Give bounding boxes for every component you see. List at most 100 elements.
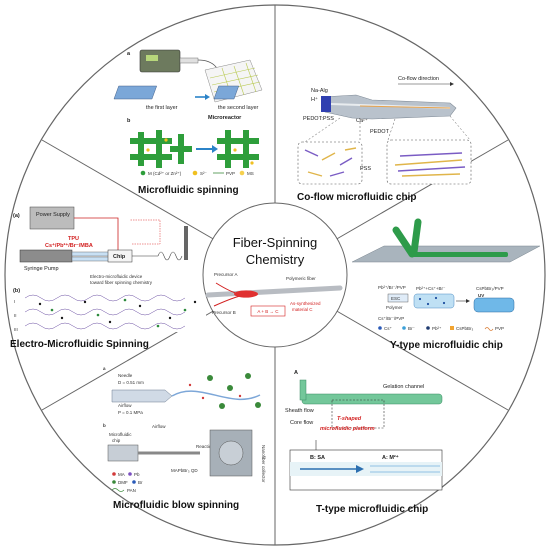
nanofibers-right xyxy=(394,152,466,177)
green-grid-right xyxy=(217,130,259,168)
platform-label-1: T-shaped xyxy=(337,416,362,422)
segment-title-co-flow-chip: Co-flow microfluidic chip xyxy=(297,192,416,203)
segment-blow-spinning: a Needle D = 0.51 mm Airflow P = 0.1 MPa… xyxy=(103,366,266,511)
legend-pvp-label: PVP xyxy=(495,326,504,331)
ions-label: Cs⁺/Pb²⁺/Br⁻/MBA xyxy=(45,242,93,249)
panel-a-label: a xyxy=(127,51,131,57)
polymer-label: Polymer xyxy=(386,305,403,310)
legend-pb-dot xyxy=(426,326,430,330)
legend-ma-label: MA xyxy=(118,472,125,477)
fiber-channel xyxy=(205,285,343,298)
cs-br-pvp-label: Cs⁺/Br⁻/PVP xyxy=(378,316,404,321)
reaction-box xyxy=(250,305,286,317)
segment-t-type-chip: A Gelation channel Sheath flow Core flow… xyxy=(285,370,443,515)
green-grid-left xyxy=(130,130,172,168)
panel-a-label: a xyxy=(103,366,106,371)
ca-label: Ca²⁺ xyxy=(356,117,368,124)
center-title-line2: Chemistry xyxy=(246,252,305,267)
legend-cs-dot xyxy=(378,326,382,330)
divider-upper-right xyxy=(327,139,509,245)
segment-title-blow-spinning: Microfluidic blow spinning xyxy=(113,500,239,511)
a-m-label: A: M²⁺ xyxy=(382,454,399,461)
esc-box xyxy=(387,293,409,303)
legend-ms-label: MS xyxy=(247,171,254,176)
product-label: CsPbBr₃/PVP xyxy=(476,286,504,291)
airflow-label-2: Airflow xyxy=(152,424,166,429)
syringe xyxy=(179,57,199,64)
precursor-b-label: Precursor B xyxy=(212,310,236,315)
pan-chains xyxy=(207,373,261,409)
needle-body xyxy=(111,389,173,403)
center-circle xyxy=(202,202,348,348)
na-alg-label: Na-Alg xyxy=(311,88,328,94)
syringe-tube-2 xyxy=(71,256,111,262)
first-layer-label: the first layer xyxy=(146,105,178,111)
legend-br-dot xyxy=(402,326,406,330)
platform-label-2: microfluidic platform xyxy=(320,426,375,432)
legend-m-dot xyxy=(140,170,146,176)
legend-cspbbr3-label: CsPbBr₃ xyxy=(456,326,474,331)
legend-s-label: S²⁻ xyxy=(200,171,208,176)
power-supply-label: Power Supply xyxy=(36,212,70,218)
segment-co-flow-chip: Na-Alg H⁺ PEDOT:PSS Ca²⁺ Co-flow directi… xyxy=(297,76,472,203)
segment-microfluidic-spinning: a the first layer the second layer b Mic… xyxy=(113,49,263,196)
legend-cs-label: Cs⁺ xyxy=(384,326,392,331)
legend-dmf-label: DMF xyxy=(118,480,128,485)
chip-label: Chip xyxy=(113,254,126,260)
syringe-pump-label: Syringe Pump xyxy=(24,266,59,272)
collector-drum xyxy=(218,440,244,466)
segment-title-microfluidic-spinning: Microfluidic spinning xyxy=(138,185,239,196)
legend-ma-dot xyxy=(112,472,116,476)
uv-label: UV xyxy=(478,293,484,298)
precursor-a-label: Precursor A xyxy=(214,272,238,277)
legend-dmf-dot xyxy=(112,480,116,484)
inlet-blue xyxy=(321,96,331,112)
legend-br-dot xyxy=(132,480,136,484)
schematic-panel xyxy=(22,290,206,332)
as-synthesized-label-1: As-synthesized xyxy=(290,301,321,306)
device-label-1: Electro-microfluidic device xyxy=(90,274,143,279)
gelation-channel xyxy=(301,393,443,405)
syringe-pump-body xyxy=(19,249,73,263)
legend-ms-dot xyxy=(239,170,245,176)
legend-pb-label: Pb xyxy=(134,472,140,477)
needle-diameter-label: D = 0.51 mm xyxy=(118,380,144,385)
legend-pan-mark xyxy=(111,488,125,492)
zoom-frame xyxy=(130,219,161,245)
channel-stream xyxy=(290,462,442,476)
panel-b-label: b xyxy=(103,423,106,428)
sheath-flow-label: Sheath flow xyxy=(285,408,314,414)
microreactor-label: Microreactor xyxy=(208,115,242,121)
ma-particles xyxy=(188,383,242,400)
a-top-label: A xyxy=(294,370,298,376)
pump-screen xyxy=(146,55,158,61)
center-hub: Fiber-Spinning Chemistry Precursor A Pol… xyxy=(202,202,348,348)
legend-br-label: Br⁻ xyxy=(408,326,416,331)
ion-particles xyxy=(418,296,446,306)
legend-br-label: Br xyxy=(138,480,143,485)
blow-chip xyxy=(107,444,139,462)
y-channel-branch-1 xyxy=(392,226,416,258)
product-fiber xyxy=(473,297,515,313)
panel-b-label: b xyxy=(127,118,131,124)
legend-cspbbr3-mark xyxy=(450,326,454,330)
as-synthesized-label-2: material C xyxy=(292,307,313,312)
first-layer-block xyxy=(113,85,157,100)
syringe-tube-1 xyxy=(71,251,111,257)
legend-s-dot xyxy=(192,170,198,176)
t-inlet xyxy=(299,379,307,401)
segment-electro-microfluidic: (a) Power Supply TPU Cs⁺/Pb²⁺/Br⁻/MBA Sy… xyxy=(10,206,206,350)
airflow-label: Airflow xyxy=(118,403,132,408)
device-label-2: toward fiber spinning chemistry xyxy=(90,280,153,285)
chip-label: chip xyxy=(112,438,121,443)
needle-label: Needle xyxy=(118,373,133,378)
legend-pb-dot xyxy=(128,472,132,476)
green-grid-mid xyxy=(170,134,192,164)
pss-label: PSS xyxy=(360,166,371,172)
reaction-droplet xyxy=(234,290,258,298)
segment-y-type-chip: Pb²⁺/Br⁻/PVP ESC Polymer Cs⁺/Br⁻/PVP Pb²… xyxy=(351,218,541,351)
collector-plate xyxy=(184,226,188,260)
mapbbr3-label: MAPbBr₃ QD xyxy=(171,468,198,473)
